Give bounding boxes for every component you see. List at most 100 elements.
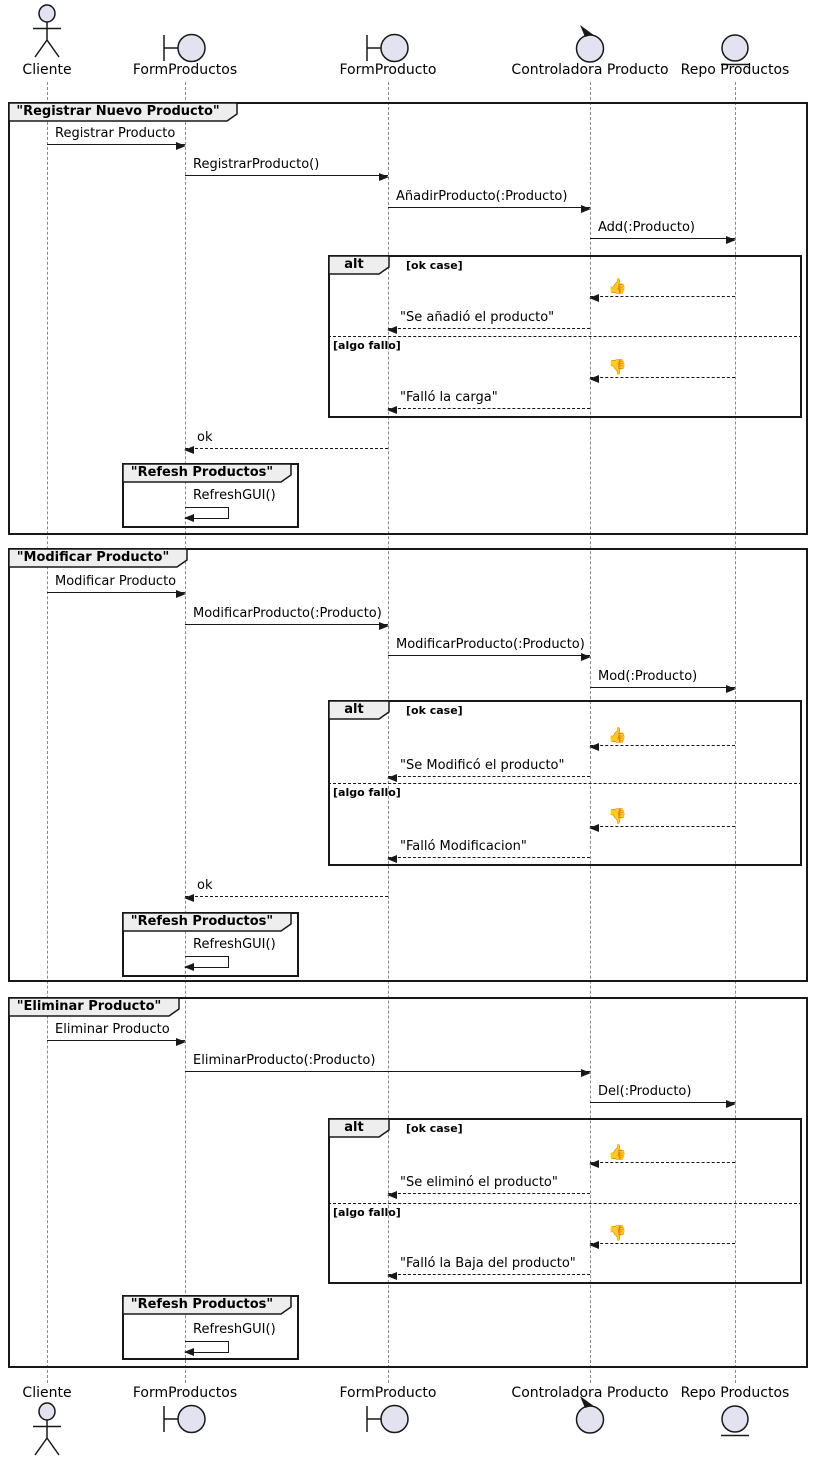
message-label: "Falló Modificacion" bbox=[400, 839, 527, 854]
section-frame-tab-1-title: "Registrar Nuevo Producto" bbox=[16, 104, 220, 119]
message-line bbox=[388, 328, 590, 329]
message-line bbox=[388, 1193, 590, 1194]
alt-frame-3 bbox=[328, 1118, 802, 1284]
arrowhead-icon bbox=[726, 1100, 736, 1108]
alt-fail-guard-3: [algo fallo] bbox=[333, 1206, 401, 1219]
message-line bbox=[590, 296, 735, 297]
participant-label-repo-productos: Repo Productos bbox=[680, 1385, 790, 1401]
boundary-icon bbox=[161, 32, 207, 64]
participant-label-form-producto: FormProducto bbox=[339, 1385, 437, 1401]
message-label: ok bbox=[197, 430, 213, 445]
message-line bbox=[47, 1040, 185, 1041]
arrowhead-icon bbox=[387, 326, 397, 334]
arrowhead-icon bbox=[589, 824, 599, 832]
message-label: RegistrarProducto() bbox=[193, 157, 320, 172]
arrowhead-icon bbox=[387, 774, 397, 782]
message-line bbox=[590, 826, 735, 827]
message-label: "Se eliminó el producto" bbox=[400, 1175, 558, 1190]
arrowhead-icon bbox=[589, 1241, 599, 1249]
message: 👎 bbox=[589, 807, 735, 832]
thumbs-down-icon: 👎 bbox=[608, 807, 627, 825]
message-line bbox=[388, 655, 590, 656]
arrowhead-icon bbox=[387, 1272, 397, 1280]
message-line bbox=[590, 238, 735, 239]
boundary-icon bbox=[161, 1403, 207, 1435]
alt-divider-2 bbox=[328, 783, 802, 784]
participant-label-form-productos: FormProductos bbox=[132, 1385, 238, 1401]
participant-label-controladora-producto: Controladora Producto bbox=[511, 1385, 669, 1401]
arrowhead-icon bbox=[176, 142, 186, 150]
section-frame-tab-2-title: "Modificar Producto" bbox=[16, 550, 170, 565]
message: "Falló la Baja del producto" bbox=[387, 1255, 590, 1280]
boundary-icon bbox=[364, 1403, 410, 1435]
arrowhead-icon bbox=[184, 446, 194, 454]
message: 👍 bbox=[589, 277, 735, 302]
control-icon bbox=[575, 21, 605, 63]
message-label: AñadirProducto(:Producto) bbox=[396, 189, 568, 204]
participant-label-form-producto: FormProducto bbox=[339, 62, 437, 78]
arrowhead-icon bbox=[589, 1160, 599, 1168]
self-message-label: RefreshGUI() bbox=[193, 488, 276, 503]
message-line bbox=[590, 1243, 735, 1244]
alt-divider-3 bbox=[328, 1203, 802, 1204]
message-line bbox=[47, 144, 185, 145]
participant-label-form-productos: FormProductos bbox=[132, 62, 238, 78]
message-label: EliminarProducto(:Producto) bbox=[193, 1053, 376, 1068]
message: ModificarProducto(:Producto) bbox=[388, 636, 591, 661]
self-message-line bbox=[185, 967, 228, 968]
self-message-line bbox=[228, 1341, 229, 1353]
message-label: "Falló la carga" bbox=[400, 390, 498, 405]
message-label: Registrar Producto bbox=[55, 126, 176, 141]
boundary-icon bbox=[364, 32, 410, 64]
thumbs-up-icon: 👍 bbox=[608, 726, 627, 744]
message-line bbox=[185, 1071, 590, 1072]
self-message-line bbox=[185, 956, 228, 957]
message: Add(:Producto) bbox=[590, 219, 736, 244]
alt-operator-tab-2: alt bbox=[328, 700, 390, 720]
arrowhead-icon bbox=[387, 1191, 397, 1199]
lifeline-form-producto bbox=[388, 82, 389, 1383]
message-label: Modificar Producto bbox=[55, 574, 177, 589]
arrowhead-icon bbox=[184, 963, 194, 971]
arrowhead-icon bbox=[589, 375, 599, 383]
self-message-line bbox=[185, 507, 228, 508]
message-line bbox=[590, 687, 735, 688]
self-message: RefreshGUI() bbox=[184, 1321, 276, 1356]
message-line bbox=[388, 776, 590, 777]
section-frame-2 bbox=[8, 548, 808, 982]
message: "Se añadió el producto" bbox=[387, 309, 590, 334]
alt-operator-tab-1: alt bbox=[328, 255, 390, 275]
arrowhead-icon bbox=[387, 855, 397, 863]
participant-label-cliente: Cliente bbox=[22, 1385, 72, 1401]
message-line bbox=[185, 896, 388, 897]
self-message-line bbox=[185, 1341, 228, 1342]
lifeline-repo-productos bbox=[735, 82, 736, 1383]
message-label: ModificarProducto(:Producto) bbox=[396, 637, 585, 652]
arrowhead-icon bbox=[176, 1038, 186, 1046]
message-line bbox=[185, 624, 388, 625]
arrowhead-icon bbox=[726, 685, 736, 693]
message-label: "Se añadió el producto" bbox=[400, 310, 555, 325]
message-line bbox=[590, 1102, 735, 1103]
message: "Se eliminó el producto" bbox=[387, 1174, 590, 1199]
message: ModificarProducto(:Producto) bbox=[185, 605, 389, 630]
refresh-frame-tab-3-title: "Refesh Productos" bbox=[130, 1297, 274, 1312]
alt-operator-tab-3: alt bbox=[328, 1118, 390, 1138]
arrowhead-icon bbox=[176, 590, 186, 598]
thumbs-down-icon: 👎 bbox=[608, 1224, 627, 1242]
actor-icon bbox=[27, 1402, 67, 1458]
self-message-line bbox=[185, 1352, 228, 1353]
message-label: ok bbox=[197, 878, 213, 893]
alt-operator-tab-3-title: alt bbox=[344, 1120, 364, 1135]
message-line bbox=[388, 207, 590, 208]
message-line bbox=[388, 1274, 590, 1275]
alt-operator-tab-1-title: alt bbox=[344, 257, 364, 272]
message-line bbox=[590, 1162, 735, 1163]
arrowhead-icon bbox=[379, 173, 389, 181]
message: "Falló Modificacion" bbox=[387, 838, 590, 863]
message: Mod(:Producto) bbox=[590, 668, 736, 693]
message: 👎 bbox=[589, 358, 735, 383]
refresh-frame-tab-1: "Refesh Productos" bbox=[122, 463, 292, 483]
message-label: "Se Modificó el producto" bbox=[400, 758, 565, 773]
